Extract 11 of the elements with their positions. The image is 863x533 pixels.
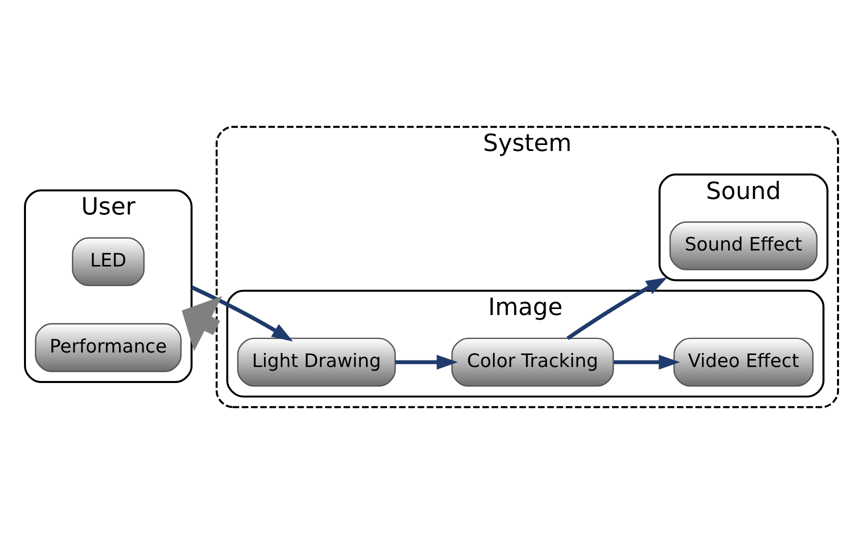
arrow xyxy=(614,354,680,370)
arrow xyxy=(566,276,668,340)
arrow xyxy=(396,354,458,370)
node-box: Video Effect xyxy=(673,337,814,386)
node-box: Color Tracking xyxy=(451,337,614,386)
arrow xyxy=(182,296,222,351)
node-box: Light Drawing xyxy=(237,337,396,386)
node-box: LED xyxy=(72,236,145,286)
arrow xyxy=(190,284,293,341)
node-box: Performance xyxy=(34,322,182,372)
node-box: Sound Effect xyxy=(669,220,818,270)
